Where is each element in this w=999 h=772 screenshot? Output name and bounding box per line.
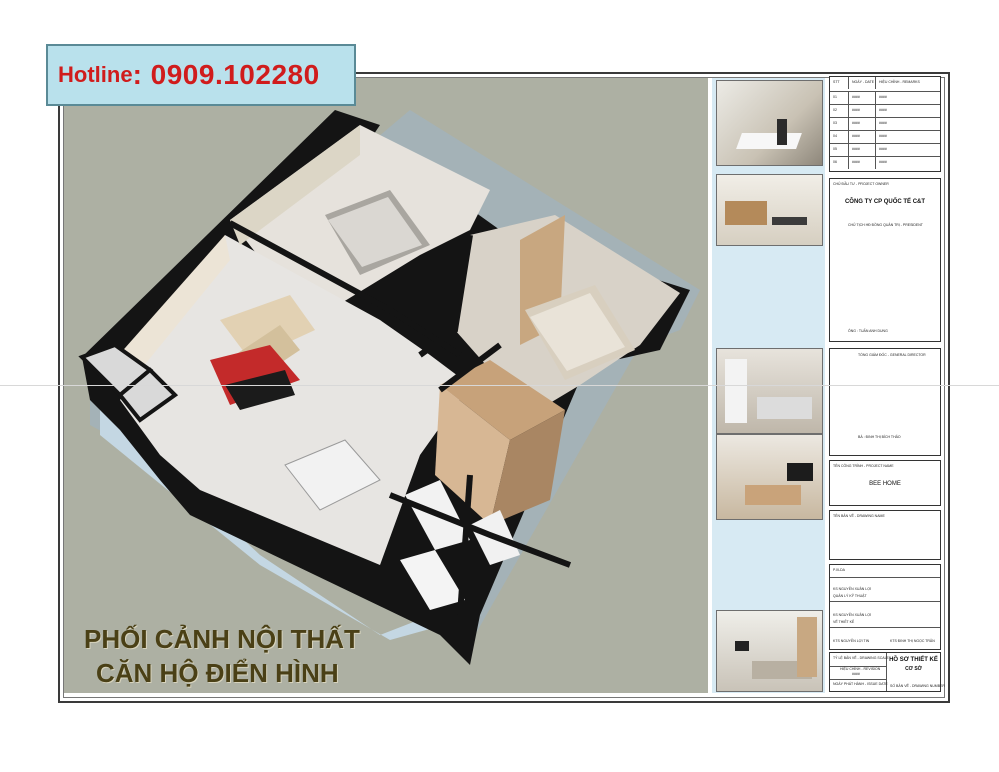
director-box: TỔNG GIÁM ĐỐC - GENERAL DIRECTOR BÀ : ĐI… [829,348,941,456]
owner-box: CHỦ ĐẦU TƯ - PROJECT OWNER CÔNG TY CP QU… [829,178,941,342]
hotline-label: Hotline [58,62,133,87]
company-name: CÔNG TY CP QUỐC TẾ C&T [844,199,926,205]
design-team-box: P.XLDA KS NGUYỄN XUÂN LỢI QUẢN LÝ KỸ THU… [829,564,941,650]
project-name: BEE HOME [869,481,901,487]
render-caption: PHỐI CẢNH NỘI THẤT CĂN HỘ ĐIỂN HÌNH [84,622,360,690]
photo-bedroom-2 [716,434,823,520]
caption-line-2: CĂN HỘ ĐIỂN HÌNH [96,658,339,688]
drawing-name-box: TÊN BẢN VẼ - DRAWING NAME [829,510,941,560]
floor-plan-3d-render [78,110,700,665]
photo-dining [716,80,823,166]
photo-kitchen [716,174,823,246]
hotline-number: : 0909.102280 [132,59,320,90]
revision-table: STT NGÀY - DATE HIỆU CHỈNH - REMARKS 01#… [829,76,941,172]
scan-divider-line [0,385,999,386]
title-footer: TỶ LỆ BẢN VẼ - DRAWING SCALE HIỆU CHỈNH … [829,652,945,692]
photo-bedroom-1 [716,348,823,434]
stamp-text: HỒ SƠ THIẾT KẾ [889,657,938,663]
caption-line-1: PHỐI CẢNH NỘI THẤT [84,624,360,654]
hotline-banner: Hotline : 0909.102280 [46,44,356,106]
photo-living [716,610,823,692]
project-box: TÊN CÔNG TRÌNH - PROJECT NAME BEE HOME [829,460,941,506]
title-block: STT NGÀY - DATE HIỆU CHỈNH - REMARKS 01#… [829,76,945,695]
stamp-subtext: CƠ SỞ [905,666,922,672]
